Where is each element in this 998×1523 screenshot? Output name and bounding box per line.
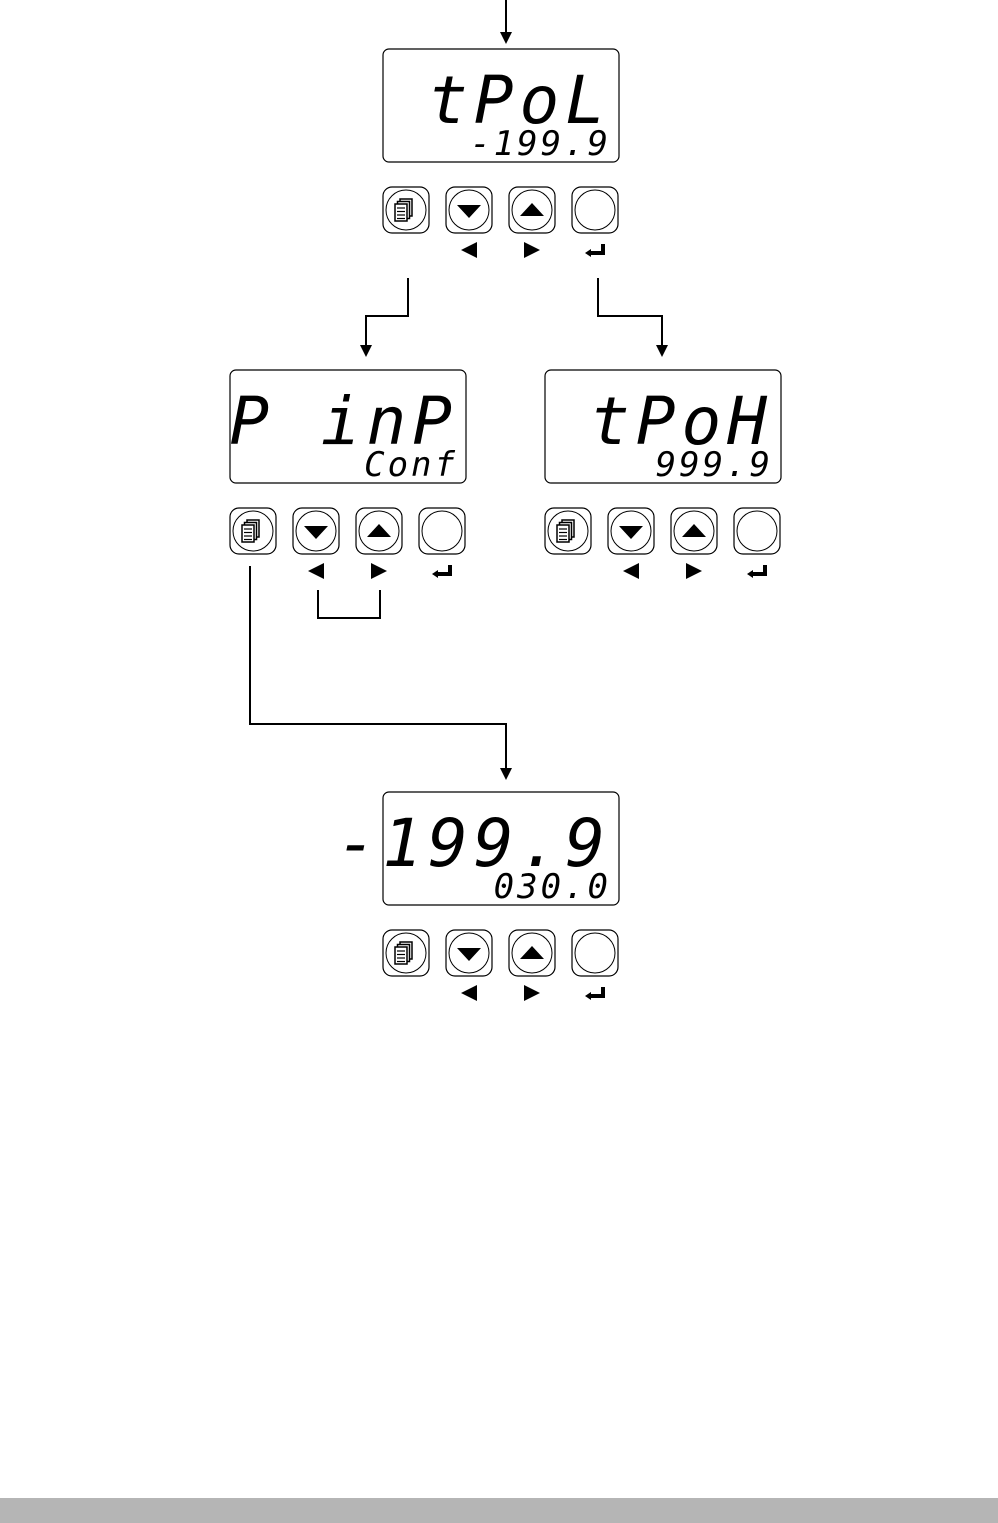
- up-key[interactable]: [671, 508, 717, 554]
- enter-key[interactable]: [734, 508, 780, 554]
- menu-key[interactable]: [383, 187, 429, 233]
- right-arrow-label: [524, 242, 540, 258]
- pages-icon: [557, 520, 574, 542]
- down-key[interactable]: [293, 508, 339, 554]
- up-key[interactable]: [356, 508, 402, 554]
- display-sub-text: -199.9: [470, 124, 611, 164]
- display-sub-text: 999.9: [656, 445, 773, 485]
- connector-top-to-left: [366, 278, 408, 350]
- right-arrow-label: [371, 563, 387, 579]
- left-arrow-label: [461, 985, 477, 1001]
- unit-top: tPoL-199.9: [383, 49, 619, 258]
- down-key[interactable]: [446, 187, 492, 233]
- pages-icon: [395, 199, 412, 221]
- enter-icon: [585, 987, 603, 1000]
- enter-key[interactable]: [572, 930, 618, 976]
- pages-icon: [242, 520, 259, 542]
- up-key[interactable]: [509, 187, 555, 233]
- connector-left-to-bottom: [250, 566, 506, 772]
- enter-icon: [432, 565, 450, 578]
- bracket-left-right-keys: [318, 590, 380, 618]
- footer-bar: [0, 1498, 998, 1523]
- menu-key[interactable]: [230, 508, 276, 554]
- menu-key[interactable]: [383, 930, 429, 976]
- display-sub-text: Conf: [364, 445, 458, 485]
- left-arrow-label: [308, 563, 324, 579]
- enter-key[interactable]: [572, 187, 618, 233]
- pages-icon: [395, 942, 412, 964]
- up-key[interactable]: [509, 930, 555, 976]
- enter-icon: [747, 565, 765, 578]
- down-key[interactable]: [608, 508, 654, 554]
- display-sub-text: 030.0: [494, 867, 611, 907]
- enter-icon: [585, 244, 603, 257]
- menu-key[interactable]: [545, 508, 591, 554]
- right-arrow-label: [524, 985, 540, 1001]
- connector-top-to-right: [598, 278, 662, 350]
- down-key[interactable]: [446, 930, 492, 976]
- left-arrow-label: [461, 242, 477, 258]
- left-arrow-label: [623, 563, 639, 579]
- enter-key[interactable]: [419, 508, 465, 554]
- right-arrow-label: [686, 563, 702, 579]
